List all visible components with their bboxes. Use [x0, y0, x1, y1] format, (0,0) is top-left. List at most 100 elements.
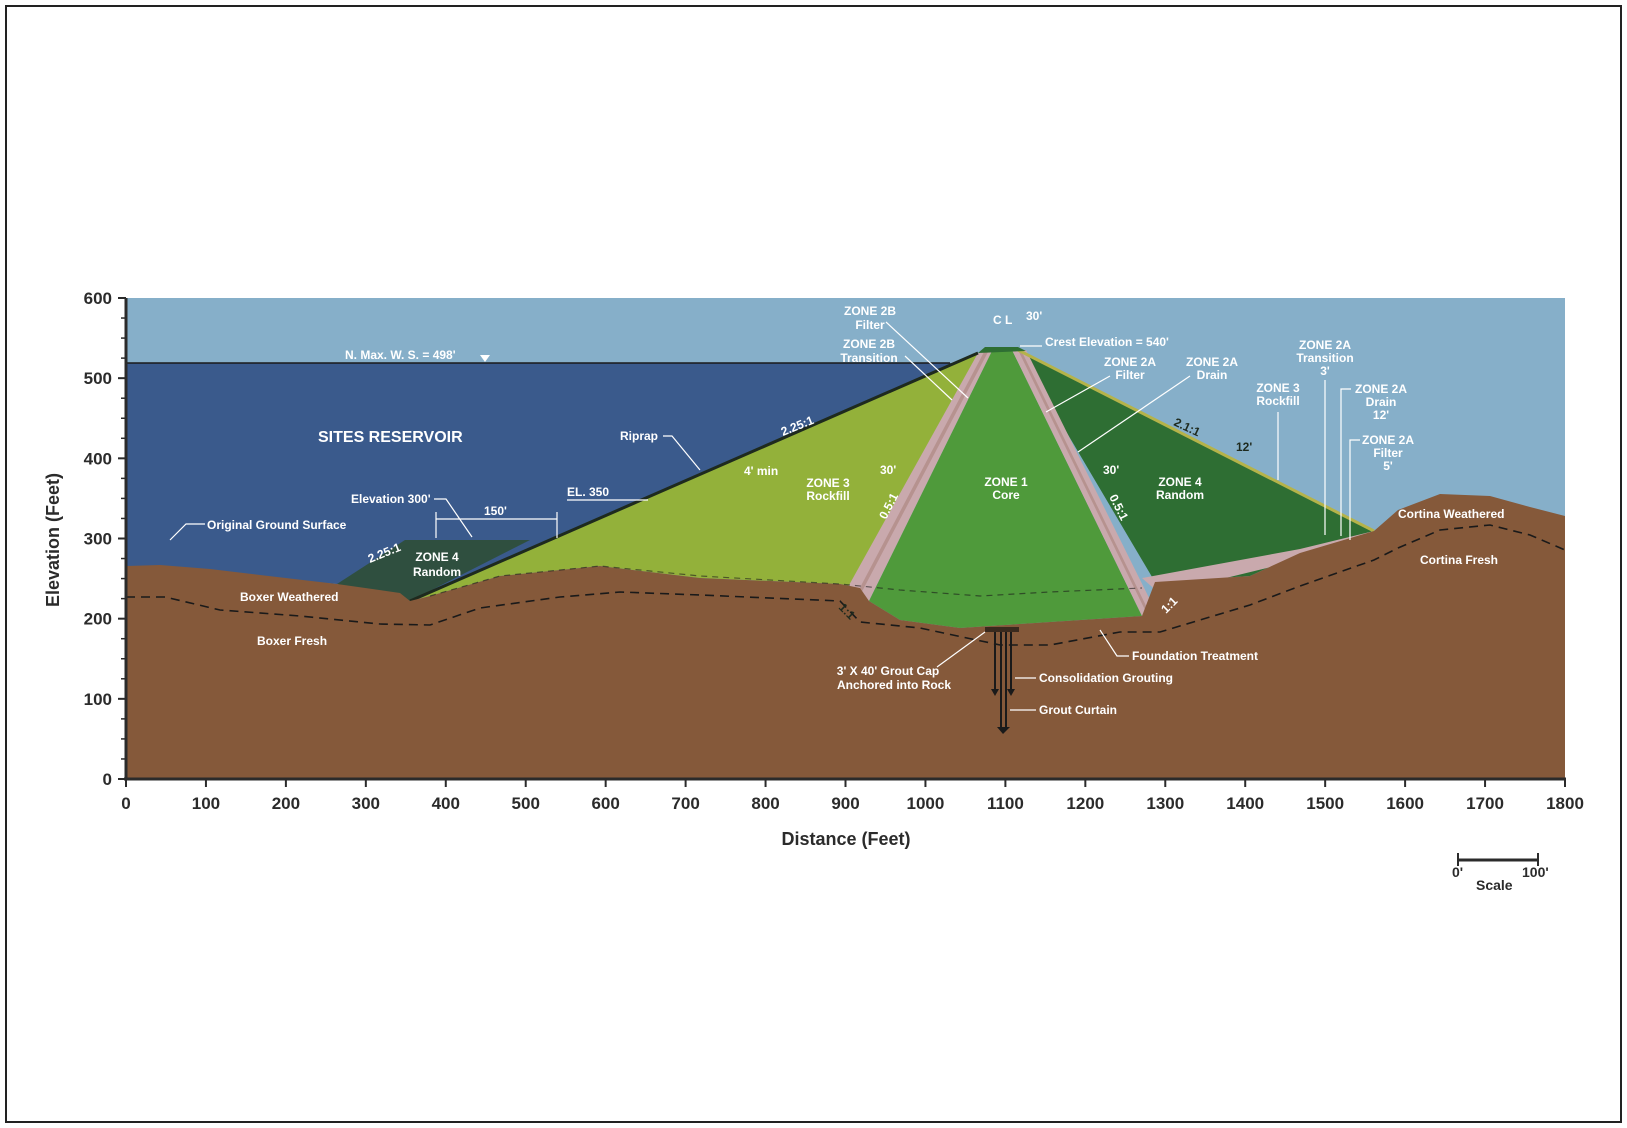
grout-cap-l2: Anchored into Rock [837, 678, 951, 692]
x-tick-label: 0 [121, 794, 130, 813]
grout-curtain-label: Grout Curtain [1039, 703, 1117, 717]
original-ground-leader [169, 523, 205, 541]
grout-arrow-3 [997, 727, 1010, 734]
centerline-label: C L [993, 313, 1012, 327]
boxer-weathered-label: Boxer Weathered [240, 590, 338, 604]
scale-bar: 0' 100' Scale [1452, 853, 1549, 893]
y-tick-label: 0 [103, 770, 112, 789]
zone2b-trans-leader [904, 355, 953, 401]
zone4-right-title: ZONE 4 [1158, 475, 1202, 489]
zone2a-filter2-l1: ZONE 2A [1362, 433, 1414, 447]
zone1-sub: Core [992, 488, 1020, 502]
scale-start-label: 0' [1452, 864, 1463, 880]
x-tick-label: 1600 [1386, 794, 1424, 813]
zone3-sub: Rockfill [806, 489, 849, 503]
zone2b-filter-l1: ZONE 2B [844, 304, 896, 318]
reservoir-water [126, 363, 983, 601]
zone2b-filter-l2: Filter [855, 318, 885, 332]
zone2a-drain2-l3: 12' [1373, 408, 1389, 422]
x-tick-label: 900 [831, 794, 859, 813]
zone2a-drain-leader [1077, 375, 1191, 453]
x-tick-label: 400 [432, 794, 460, 813]
foundation-leader [1099, 629, 1129, 657]
zone2a-filter-l2: Filter [1115, 368, 1145, 382]
zone1-title: ZONE 1 [984, 475, 1028, 489]
zone2a-filter2-l2: Filter [1373, 446, 1403, 460]
x-tick-label: 600 [591, 794, 619, 813]
zone2a-drain2-leader [1340, 388, 1351, 536]
riprap-label: Riprap [620, 429, 658, 443]
zone2a-drain-blanket [1142, 531, 1374, 594]
zone2a-drain-l2: Drain [1197, 368, 1228, 382]
elevation-300-label: Elevation 300' [351, 492, 431, 506]
dim-12-label: 12' [1236, 440, 1252, 454]
x-axis-title: Distance (Feet) [781, 829, 910, 849]
y-axis-title: Elevation (Feet) [43, 473, 63, 607]
zone4-left-berm [337, 540, 530, 601]
x-tick-label: 1500 [1306, 794, 1344, 813]
zone4-left-sub: Random [413, 565, 461, 579]
x-tick-label: 100 [192, 794, 220, 813]
foundation-ground [126, 494, 1565, 779]
scale-end-label: 100' [1522, 864, 1549, 880]
y-tick-label: 100 [84, 690, 112, 709]
zone4-right-sub: Random [1156, 488, 1204, 502]
zone3-right-l2: Rockfill [1256, 394, 1299, 408]
cortina-fresh-label: Cortina Fresh [1420, 553, 1498, 567]
zone2a-filter-l1: ZONE 2A [1104, 355, 1156, 369]
crest-label: Crest Elevation = 540' [1045, 335, 1169, 349]
zone2a-trans-l2: Transition [1296, 351, 1353, 365]
grout-arrow-1 [991, 689, 999, 696]
dim-30-left-label: 30' [880, 463, 896, 477]
riprap-leader [663, 435, 701, 471]
zone2b-trans-l2: Transition [840, 351, 897, 365]
x-tick-label: 1700 [1466, 794, 1504, 813]
original-ground-label: Original Ground Surface [207, 518, 347, 532]
zone2a-trans-l3: 3' [1320, 364, 1330, 378]
scale-title: Scale [1476, 877, 1513, 893]
riprap-line [409, 351, 979, 603]
x-tick-label: 1800 [1546, 794, 1584, 813]
zone4-left-title: ZONE 4 [415, 550, 459, 564]
grout-cap-l1: 3' X 40' Grout Cap [837, 664, 939, 678]
water-surface-marker [480, 355, 490, 362]
dam-crest [978, 347, 1026, 353]
zone3-right-l1: ZONE 3 [1256, 381, 1300, 395]
y-ticks: 0 100 200 300 400 500 600 [84, 289, 126, 789]
zone2a-drain2-l1: ZONE 2A [1355, 382, 1407, 396]
x-tick-label: 500 [512, 794, 540, 813]
y-tick-label: 500 [84, 369, 112, 388]
grout-cap-leader [936, 631, 986, 668]
boxer-fresh-label: Boxer Fresh [257, 634, 327, 648]
x-tick-label: 1400 [1226, 794, 1264, 813]
downstream-shell-line [1017, 348, 1375, 533]
el-350-label: EL. 350 [567, 485, 609, 499]
zone2a-band-divider [1018, 350, 1151, 616]
reservoir-label: SITES RESERVOIR [318, 429, 463, 446]
zone2a-filter-leader [1045, 375, 1111, 413]
y-tick-label: 600 [84, 289, 112, 308]
x-tick-label: 1000 [907, 794, 945, 813]
grout-cap [985, 627, 1019, 632]
x-tick-label: 200 [272, 794, 300, 813]
x-tick-label: 700 [671, 794, 699, 813]
y-tick-label: 400 [84, 449, 112, 468]
x-tick-label: 300 [352, 794, 380, 813]
y-tick-label: 300 [84, 530, 112, 549]
zone2b-filter-leader [885, 321, 969, 399]
y-tick-label: 200 [84, 610, 112, 629]
x-tick-label: 1100 [987, 794, 1024, 813]
four-min-label: 4' min [744, 464, 778, 478]
dim-30-top-label: 30' [1026, 309, 1042, 323]
consolidation-label: Consolidation Grouting [1039, 671, 1173, 685]
zone2a-filter2-l3: 5' [1383, 459, 1393, 473]
grout-arrow-2 [1007, 689, 1015, 696]
zone2a-drain2-l2: Drain [1366, 395, 1397, 409]
zone2b-trans-l1: ZONE 2B [843, 337, 895, 351]
zone2a-drain-l1: ZONE 2A [1186, 355, 1238, 369]
zone1-core [869, 350, 1142, 628]
nmax-ws-label: N. Max. W. S. = 498' [345, 348, 456, 362]
cortina-weathered-label: Cortina Weathered [1398, 507, 1504, 521]
